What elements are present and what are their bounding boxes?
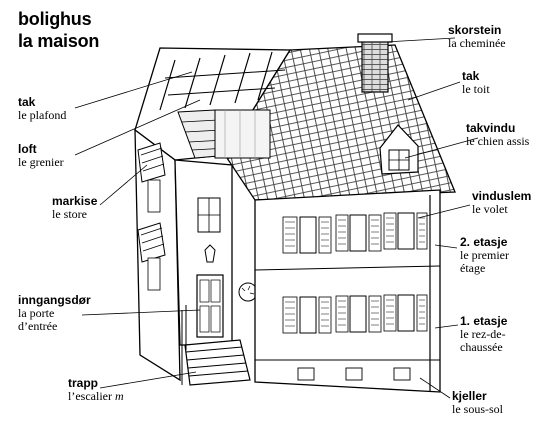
label-ground-floor-fr1: le rez-de- xyxy=(460,327,506,341)
label-attic-fr: le grenier xyxy=(18,155,64,169)
label-ceiling-no: tak xyxy=(18,95,36,109)
leader-lines xyxy=(74,37,479,399)
label-shutter-no: vinduslem xyxy=(472,189,532,203)
label-stairs-gender: m xyxy=(114,389,124,403)
label-attic-no: loft xyxy=(18,142,37,156)
left-gable xyxy=(134,47,292,161)
label-shutter: vinduslem le volet xyxy=(472,190,531,216)
label-stairs-no: trapp xyxy=(68,376,98,390)
label-basement: kjeller le sous-sol xyxy=(452,390,503,416)
label-awning-fr: le store xyxy=(52,207,87,221)
label-roof: tak le toit xyxy=(462,70,490,96)
label-dormer: takvindu le chien assis xyxy=(466,122,529,148)
label-stairs-fr: l’escalier xyxy=(68,389,112,403)
label-ceiling-fr: le plafond xyxy=(18,108,67,122)
label-chimney-fr: la cheminée xyxy=(448,36,506,50)
label-front-door-fr1: la porte xyxy=(18,306,55,320)
label-ground-floor: 1. etasje le rez-de- chaussée xyxy=(460,315,507,354)
label-ceiling: tak le plafond xyxy=(18,96,66,122)
label-basement-no: kjeller xyxy=(452,389,487,403)
label-front-door: inngangsdør la porte d’entrée xyxy=(18,294,91,333)
entrance-section xyxy=(174,159,258,346)
title-norwegian: bolighus xyxy=(18,9,92,29)
dormer xyxy=(379,124,419,175)
label-second-floor-no: 2. etasje xyxy=(460,235,508,249)
label-roof-no: tak xyxy=(462,69,480,83)
label-shutter-fr: le volet xyxy=(472,202,508,216)
title-french: la maison xyxy=(18,31,100,51)
label-roof-fr: le toit xyxy=(462,82,490,96)
label-second-floor: 2. etasje le premier étage xyxy=(460,236,509,275)
label-front-door-fr2: d’entrée xyxy=(18,319,58,333)
label-stairs-fr-line: l’escalier m xyxy=(68,390,124,403)
upper-windows xyxy=(282,212,428,254)
label-dormer-fr: le chien assis xyxy=(466,134,530,148)
chimney xyxy=(357,33,393,93)
label-dormer-no: takvindu xyxy=(466,121,516,135)
label-second-floor-fr1: le premier xyxy=(460,248,509,262)
label-basement-fr: le sous-sol xyxy=(452,402,503,416)
label-chimney: skorstein la cheminée xyxy=(448,24,506,50)
label-ground-floor-fr2: chaussée xyxy=(460,340,503,354)
label-awning: markise le store xyxy=(52,195,97,221)
basement-windows xyxy=(297,367,411,381)
label-awning-no: markise xyxy=(52,194,98,208)
label-front-door-no: inngangsdør xyxy=(18,293,91,307)
title-block: bolighus la maison xyxy=(18,8,99,52)
main-facade xyxy=(254,189,441,393)
label-chimney-no: skorstein xyxy=(448,23,502,37)
left-wall xyxy=(134,128,181,382)
label-ground-floor-no: 1. etasje xyxy=(460,314,508,328)
label-stairs: trapp l’escalier m xyxy=(68,377,124,403)
label-attic: loft le grenier xyxy=(18,143,64,169)
stairs xyxy=(181,305,251,386)
label-second-floor-fr2: étage xyxy=(460,261,486,275)
lower-windows xyxy=(282,294,428,334)
